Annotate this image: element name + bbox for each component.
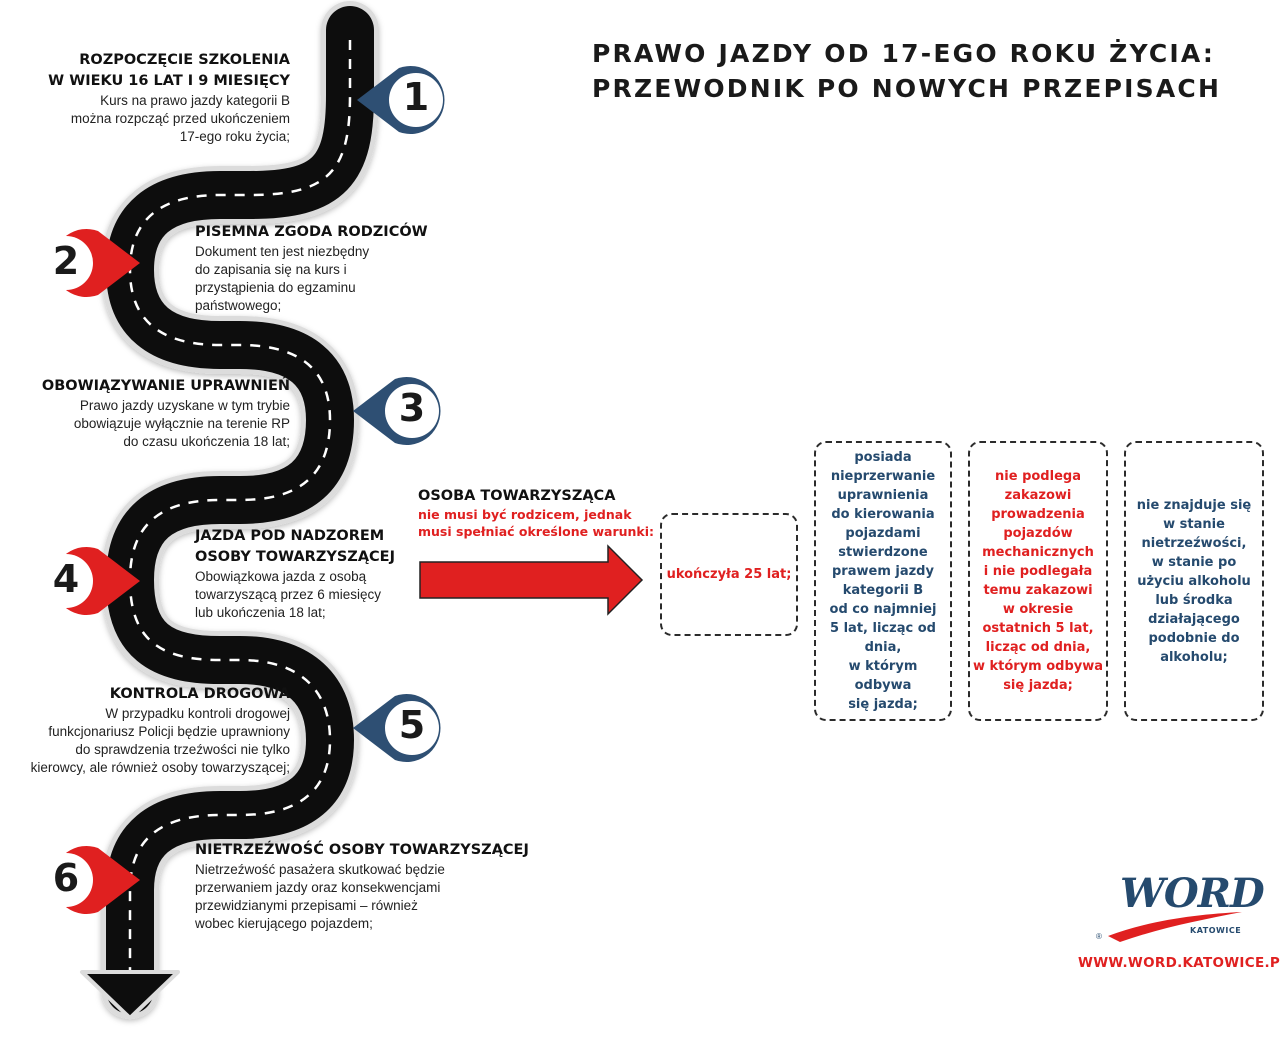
condition-no-ban: nie podlega zakazowi prowadzenia pojazdó… (968, 441, 1108, 721)
step-4-heading: JAZDA POD NADZOREM (195, 528, 385, 544)
website-link[interactable]: WWW.WORD.KATOWICE.PL (1078, 955, 1280, 971)
condition-age: ukończyła 25 lat; (660, 513, 798, 636)
step-6-body: Nietrzeźwość pasażera skutkować będzie p… (195, 862, 445, 931)
step-1-text: ROZPOCZĘCIE SZKOLENIA W WIEKU 16 LAT I 9… (10, 50, 290, 146)
step-2-marker (39, 229, 140, 297)
step-5-body: W przypadku kontroli drogowej funkcjonar… (30, 706, 290, 775)
companion-subtitle: nie musi być rodzicem, jednak musi spełn… (418, 507, 655, 539)
road-arrowhead (80, 970, 180, 1020)
title-line-1: PRAWO JAZDY OD 17-EGO ROKU ŻYCIA: (592, 39, 1216, 68)
step-1-heading: ROZPOCZĘCIE SZKOLENIA (79, 52, 290, 68)
step-5-heading: KONTROLA DROGOWA (109, 686, 290, 702)
title-line-2: PRZEWODNIK PO NOWYCH PRZEPISACH (592, 74, 1222, 103)
logo-subtext: KATOWICE (1190, 926, 1242, 935)
step-2-number: 2 (52, 239, 80, 283)
step-4-text: JAZDA POD NADZOREM OSOBY TOWARZYSZĄCEJ O… (195, 526, 425, 622)
step-1-body: Kurs na prawo jazdy kategorii B można ro… (70, 93, 290, 144)
road-center-line (128, 40, 352, 985)
step-4-marker (39, 547, 140, 615)
step-3-text: OBOWIĄZYWANIE UPRAWNIEŃ Prawo jazdy uzys… (10, 376, 290, 451)
step-3-number: 3 (398, 386, 426, 430)
step-6-number: 6 (52, 856, 80, 900)
condition-license-experience: posiada nieprzerwanie uprawnienia do kie… (814, 441, 952, 721)
word-logo: WORD KATOWICE ® (1090, 870, 1265, 950)
step-6-marker (39, 846, 140, 914)
step-2-heading: PISEMNA ZGODA RODZICÓW (195, 224, 428, 240)
step-3-heading: OBOWIĄZYWANIE UPRAWNIEŃ (41, 378, 290, 394)
step-6-heading: NIETRZEŹWOŚĆ OSOBY TOWARZYSZĄCEJ (195, 842, 529, 858)
step-3-body: Prawo jazdy uzyskane w tym trybie obowią… (73, 398, 290, 449)
step-3-marker (353, 377, 441, 445)
logo-registered-mark: ® (1096, 932, 1102, 941)
step-4-heading-2: OSOBY TOWARZYSZĄCEJ (195, 549, 395, 565)
companion-heading: OSOBA TOWARZYSZĄCA (418, 488, 616, 504)
step-2-text: PISEMNA ZGODA RODZICÓW Dokument ten jest… (195, 222, 455, 315)
step-4-number: 4 (52, 557, 80, 601)
step-6-text: NIETRZEŹWOŚĆ OSOBY TOWARZYSZĄCEJ Nietrze… (195, 840, 535, 933)
step-5-text: KONTROLA DROGOWA W przypadku kontroli dr… (0, 684, 290, 777)
step-2-body: Dokument ten jest niezbędny do zapisania… (195, 244, 370, 313)
step-5-number: 5 (398, 703, 426, 747)
condition-arrow (419, 544, 644, 616)
logo-wordmark: WORD (1120, 870, 1265, 917)
logo-swoosh (1108, 912, 1242, 942)
step-4-body: Obowiązkowa jazda z osobą towarzyszącą p… (195, 569, 382, 620)
condition-sobriety: nie znajduje się w stanie nietrzeźwości,… (1124, 441, 1264, 721)
step-1-marker (357, 66, 445, 134)
companion-block: OSOBA TOWARZYSZĄCA nie musi być rodzicem… (418, 486, 678, 540)
step-1-number: 1 (402, 75, 430, 119)
step-5-marker (353, 694, 441, 762)
step-1-heading-2: W WIEKU 16 LAT I 9 MIESIĘCY (48, 73, 290, 89)
page-title: PRAWO JAZDY OD 17-EGO ROKU ŻYCIA: PRZEWO… (592, 36, 1252, 106)
